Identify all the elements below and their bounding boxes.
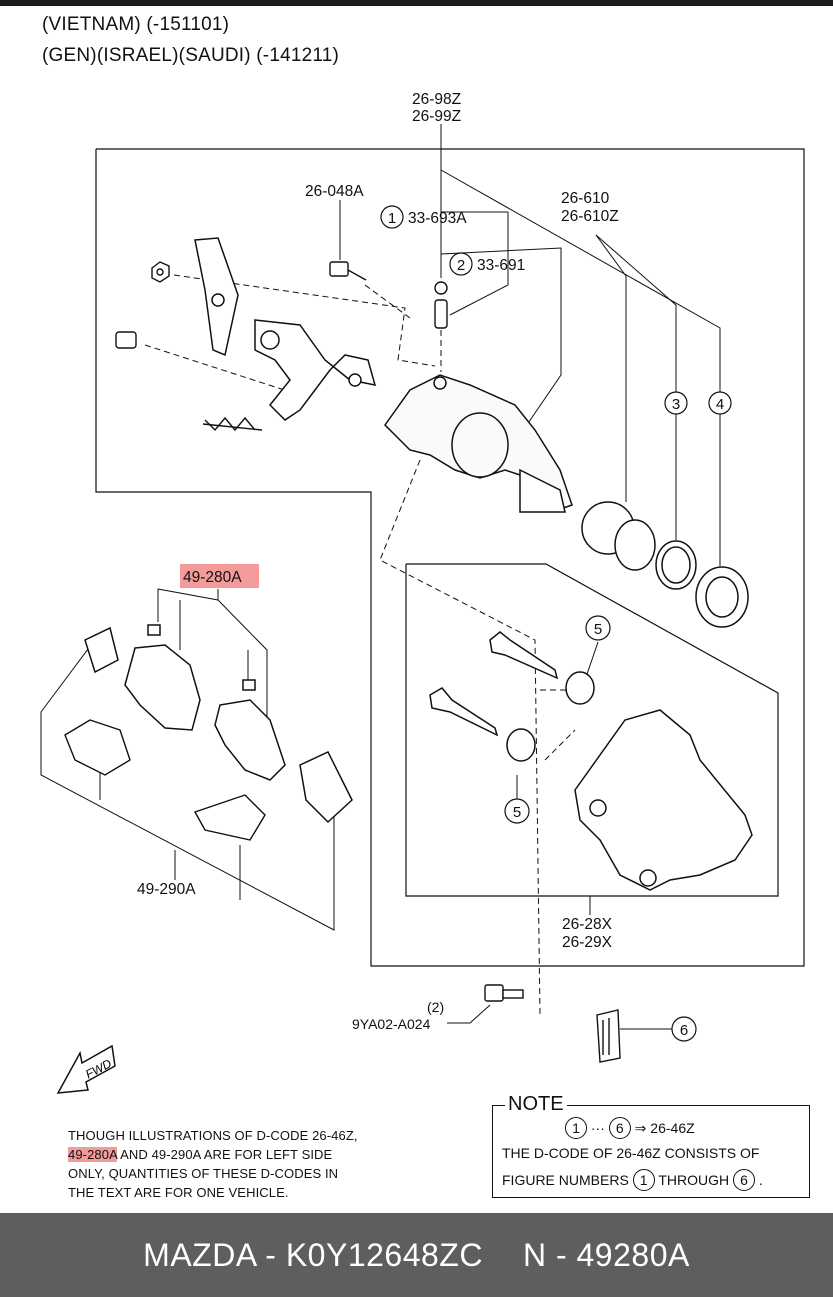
brake-pads-drawing bbox=[84, 624, 353, 824]
label-bolt: 9YA02-A024 bbox=[352, 1016, 431, 1032]
note-box bbox=[492, 1105, 810, 1198]
callout-5a: 5 bbox=[594, 621, 602, 638]
label-caliper-assy-2: 26-99Z bbox=[412, 108, 461, 125]
note-range-line: 1 ··· 6 ⇒ 26-46Z bbox=[565, 1117, 695, 1139]
label-support-2: 26-29X bbox=[562, 934, 613, 951]
footnote-line-2: 49-280A AND 49-290A ARE FOR LEFT SIDE bbox=[68, 1147, 332, 1162]
label-pad-set: 49-280A bbox=[183, 569, 242, 586]
label-support-1: 26-28X bbox=[562, 916, 613, 933]
note-range-start: 1 bbox=[565, 1117, 587, 1139]
callout-circle-5a bbox=[585, 615, 611, 641]
footer-reference: N - 49280A bbox=[522, 1236, 690, 1273]
callout-5b: 5 bbox=[513, 804, 521, 821]
pad-set-highlight bbox=[180, 564, 259, 588]
note-title: NOTE bbox=[505, 1093, 567, 1116]
footer-bar bbox=[0, 1213, 833, 1297]
dashed-guides bbox=[144, 274, 576, 1016]
footer-part-number: MAZDA - K0Y12648ZC bbox=[143, 1236, 483, 1273]
note-range-dots: ··· bbox=[590, 1120, 605, 1136]
assembly-frame bbox=[95, 148, 805, 967]
footnote-line-3: ONLY, QUANTITIES OF THESE D-CODES IN bbox=[68, 1166, 339, 1181]
callout-3: 3 bbox=[672, 396, 680, 413]
label-caliper-assy-1: 26-98Z bbox=[412, 91, 461, 108]
label-bleeder-cap: 33-693A bbox=[408, 210, 467, 227]
note-arrow-target: ⇒ 26-46Z bbox=[634, 1120, 695, 1136]
callout-circle-2 bbox=[449, 252, 473, 276]
callout-circle-6 bbox=[671, 1016, 697, 1042]
footnote-line-4: THE TEXT ARE FOR ONE VEHICLE. bbox=[68, 1185, 289, 1200]
caliper-support-drawing bbox=[429, 631, 753, 891]
callout-circle-4 bbox=[708, 391, 732, 415]
footer-caption: MAZDA - K0Y12648ZC N - 49280A bbox=[0, 1213, 833, 1297]
label-bolt-qty: (2) bbox=[427, 999, 444, 1015]
label-piston-seal-1: 26-610 bbox=[561, 190, 610, 207]
callout-6: 6 bbox=[680, 1022, 688, 1039]
fwd-arrow-icon: FWD bbox=[56, 1044, 116, 1094]
mounting-bolt-drawing bbox=[484, 984, 524, 1002]
support-frame bbox=[405, 563, 779, 897]
label-shim-kit: 49-290A bbox=[137, 881, 196, 898]
footnote-line-2-rest: AND 49-290A ARE FOR LEFT SIDE bbox=[117, 1147, 333, 1162]
caliper-body-drawing bbox=[384, 374, 573, 513]
note-line-3-end: . bbox=[758, 1172, 763, 1188]
callout-circle-5b bbox=[504, 798, 530, 824]
label-piston-seal-2: 26-610Z bbox=[561, 208, 619, 225]
label-bleeder-screw: 33-691 bbox=[477, 257, 525, 274]
callout-circle-3 bbox=[664, 391, 688, 415]
note-line-3-n2: 6 bbox=[733, 1169, 755, 1191]
footnote-code-highlight: 49-280A bbox=[68, 1147, 118, 1162]
grease-packet-drawing bbox=[596, 1009, 621, 1063]
footnote-line-1: THOUGH ILLUSTRATIONS OF D-CODE 26-46Z, bbox=[68, 1128, 358, 1143]
top-rule bbox=[0, 0, 833, 6]
note-line-3-n1: 1 bbox=[632, 1169, 655, 1191]
header-line-2: (GEN)(ISRAEL)(SAUDI) (-141211) bbox=[42, 45, 340, 66]
note-line-3-a: FIGURE NUMBERS bbox=[502, 1172, 629, 1188]
callout-circle-1 bbox=[380, 205, 404, 229]
note-line-3-b: THROUGH bbox=[658, 1172, 730, 1188]
note-line-2: THE D-CODE OF 26-46Z CONSISTS OF bbox=[502, 1145, 760, 1161]
header-line-1: (VIETNAM) (-151101) bbox=[42, 14, 230, 35]
note-line-3: FIGURE NUMBERS 1 THROUGH 6 . bbox=[502, 1169, 763, 1191]
piston-seals-drawing bbox=[581, 501, 749, 628]
callout-1: 1 bbox=[388, 210, 396, 227]
note-range-end: 6 bbox=[608, 1117, 631, 1139]
label-bracket: 26-048A bbox=[305, 183, 364, 200]
callout-2: 2 bbox=[457, 257, 465, 274]
small-hardware-drawing bbox=[115, 261, 448, 432]
exploded-view-diagram: FWD 26-98Z 26-99Z 26-048A 33-693A 33-691… bbox=[40, 91, 805, 1094]
parking-bracket-drawing bbox=[194, 237, 377, 421]
callout-4: 4 bbox=[716, 396, 724, 413]
pad-clips-drawing bbox=[64, 719, 266, 841]
